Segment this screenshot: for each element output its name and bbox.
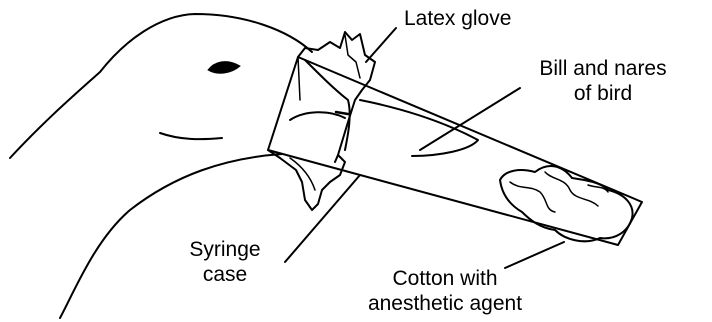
label-bill-and-nares: Bill and nares of bird xyxy=(528,56,678,106)
label-cotton: Cotton with anesthetic agent xyxy=(350,266,540,316)
bird-head-outline xyxy=(10,14,312,158)
label-syringe-line-1: Syringe xyxy=(175,237,275,262)
label-latex-glove-text: Latex glove xyxy=(404,6,511,31)
leader-syringe-case xyxy=(285,175,360,262)
label-latex-glove: Latex glove xyxy=(404,6,511,31)
latex-glove-inner-crease xyxy=(290,112,345,120)
leader-cotton xyxy=(505,242,564,268)
latex-glove-top-inner xyxy=(345,35,360,78)
bird-nares xyxy=(336,112,348,114)
leader-latex-glove xyxy=(366,28,396,62)
label-bill-line-1: Bill and nares xyxy=(528,56,678,81)
label-syringe-line-2: case xyxy=(175,262,275,287)
bird-face-crease xyxy=(160,133,222,139)
latex-glove-top xyxy=(298,32,375,162)
label-syringe-case: Syringe case xyxy=(175,237,275,287)
label-cotton-line-2: anesthetic agent xyxy=(350,291,540,316)
bird-neck-outline xyxy=(60,154,282,318)
leader-bill-and-nares xyxy=(420,88,520,150)
label-bill-line-2: of bird xyxy=(528,81,678,106)
latex-glove-bottom xyxy=(268,150,345,210)
label-cotton-line-1: Cotton with xyxy=(350,266,540,291)
syringe-case-inner-line xyxy=(298,57,300,100)
bird-eye xyxy=(208,62,240,74)
